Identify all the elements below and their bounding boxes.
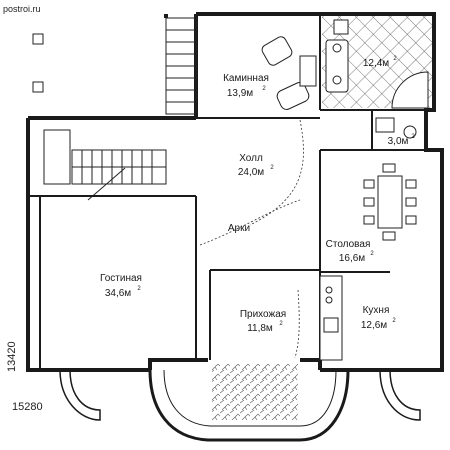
dining-table <box>363 163 417 241</box>
unit-sup: 2 <box>137 286 141 292</box>
room-label-hall: Холл 24,0м 2 <box>238 153 275 178</box>
unit-sup: 2 <box>270 165 274 171</box>
dimension-width: 15280 <box>12 401 43 413</box>
unit-sup: 2 <box>393 56 397 62</box>
unit-sup: 2 <box>262 86 266 92</box>
room-name: Арки <box>228 223 250 234</box>
room-name: Гостиная <box>100 273 142 284</box>
room-label-kitchen: Кухня 12,6м 2 <box>361 305 397 331</box>
bathroom-fixtures <box>325 19 429 139</box>
room-area: 12,6м <box>361 320 387 331</box>
exterior-stair <box>165 17 197 115</box>
interior-walls <box>28 14 442 370</box>
unit-sup: 2 <box>279 321 283 327</box>
entrance-porch <box>59 364 421 442</box>
room-label-entry: Прихожая 11,8м 2 <box>240 309 286 334</box>
room-name: Столовая <box>326 239 371 250</box>
dimension-height: 13420 <box>6 341 18 372</box>
interior-stair <box>43 129 167 201</box>
unit-sup: 2 <box>370 251 374 257</box>
site-label: postroi.ru <box>3 4 41 14</box>
room-area: 3,0м <box>388 136 409 147</box>
room-name: Каминная <box>223 73 269 84</box>
room-area: 16,6м <box>339 253 365 264</box>
door-swings <box>199 119 304 359</box>
fireplace-furniture <box>261 36 317 110</box>
room-label-bathroom: 12,4м 2 <box>363 56 398 69</box>
kitchen-counter <box>319 275 343 361</box>
room-label-arches: Арки <box>228 223 250 234</box>
unit-sup: 2 <box>392 318 396 324</box>
room-area: 13,9м <box>227 88 253 99</box>
unit-sup: 2 <box>411 134 415 140</box>
room-label-dining: Столовая 16,6м 2 <box>326 239 375 264</box>
room-area: 11,8м <box>247 323 273 334</box>
room-label-fireplace: Каминная 13,9м 2 <box>223 73 269 99</box>
column-marker <box>32 33 44 45</box>
room-name: Холл <box>239 153 263 164</box>
room-area: 34,6м <box>105 288 131 299</box>
room-name: Прихожая <box>240 309 286 320</box>
room-area: 24,0м <box>238 167 264 178</box>
room-name: Кухня <box>363 305 390 316</box>
room-label-wc: 3,0м 2 <box>388 134 416 147</box>
column-marker <box>32 81 44 93</box>
room-label-living: Гостиная 34,6м 2 <box>100 273 142 299</box>
room-area: 12,4м <box>363 58 389 69</box>
